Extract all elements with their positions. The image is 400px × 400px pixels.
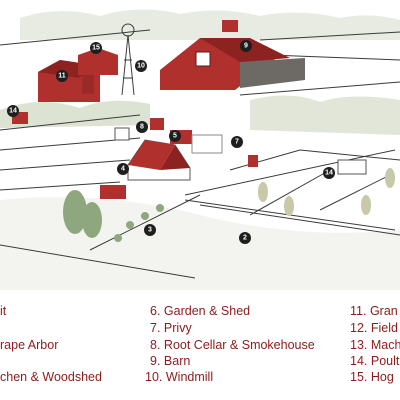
svg-text:5: 5 [173,133,177,140]
legend-item: rape Arbor [0,338,59,352]
back-tree-line [20,9,400,41]
map-marker: 2 [239,232,251,244]
legend-item: 12. Field [350,321,398,335]
map-marker: 15 [90,42,102,54]
svg-text:4: 4 [121,166,125,173]
smokehouse [150,118,164,130]
legend-item: 11. Gran [350,304,398,318]
map-markers: 2 3 4 5 7 8 9 10 11 14 14 15 [7,40,335,244]
svg-text:15: 15 [92,45,100,52]
map-marker: 5 [169,130,181,142]
map-marker: 14 [7,105,19,117]
svg-text:2: 2 [243,235,247,242]
legend-item: 15. Hog [350,370,394,384]
legend-item: it [0,304,7,318]
map-marker: 3 [144,224,156,236]
map-marker: 10 [135,60,147,72]
right-tree-line [250,95,400,135]
legend-item: 7. Privy [150,321,192,335]
poultry-house [337,159,367,175]
root-cellar [114,127,130,141]
garden-plot [191,134,223,154]
middle-tree-line [0,100,150,128]
svg-text:7: 7 [235,139,239,146]
svg-text:11: 11 [58,73,66,80]
svg-text:9: 9 [244,43,248,50]
farmhouse [127,139,191,181]
legend-item: 8. Root Cellar & Smokehouse [150,338,315,352]
map-marker: 4 [117,163,129,175]
hog-house [78,48,118,75]
legend-item: 6. Garden & Shed [150,304,251,318]
map-marker: 7 [231,136,243,148]
map-marker: 8 [136,121,148,133]
map-marker: 9 [240,40,252,52]
map-marker: 11 [56,70,68,82]
legend-item: 14. Poult [350,354,400,368]
svg-text:8: 8 [140,124,144,131]
legend-item: 10. Windmill [145,370,214,384]
kitchen-woodshed [100,185,126,199]
legend-item: 13. Mach [350,338,400,352]
privy [248,155,258,167]
map-marker: 14 [323,167,335,179]
farm-map-illustration: 2 3 4 5 7 8 9 10 11 14 14 15 [0,9,400,290]
svg-text:14: 14 [9,108,17,115]
trees [63,168,395,242]
svg-text:3: 3 [148,227,152,234]
legend-item: 9. Barn [150,354,191,368]
windmill [121,23,135,96]
svg-text:10: 10 [137,63,145,70]
svg-text:14: 14 [325,170,333,177]
legend-item: chen & Woodshed [0,370,102,384]
